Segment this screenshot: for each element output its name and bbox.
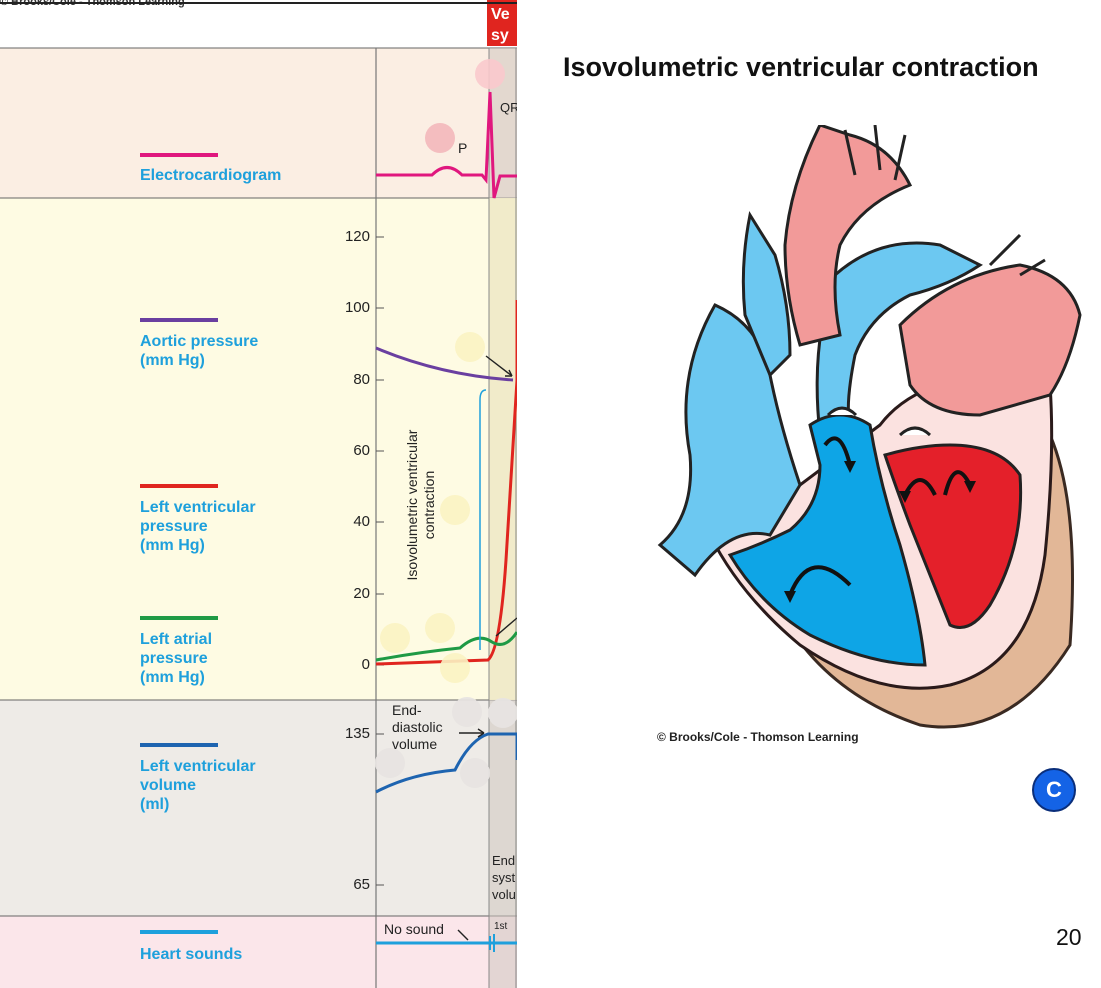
slide-badge: C: [1032, 768, 1076, 812]
illustration-credit: © Brooks/Cole - Thomson Learning: [657, 730, 859, 744]
tick-120: 120: [330, 228, 370, 245]
tick-100: 100: [330, 299, 370, 316]
volume-swatch: [140, 743, 218, 747]
sounds-label: Heart sounds: [140, 945, 242, 964]
tick-135: 135: [330, 725, 370, 742]
tick-0: 0: [330, 656, 370, 673]
aortic-label: Aortic pressure (mm Hg): [140, 332, 258, 370]
heart-illustration: [650, 125, 1090, 745]
atrial-label: Left atrial pressure (mm Hg): [140, 630, 212, 687]
sounds-swatch: [140, 930, 218, 934]
wiggers-diagram: © Brooks/Cole - Thomson Learning Ve sy: [0, 0, 517, 988]
edv-label: End- diastolic volume: [392, 702, 443, 753]
first-sound-label: 1st: [494, 921, 507, 932]
iso-vertical-label: Isovolumetric ventricular contraction: [404, 415, 438, 595]
ecg-label: Electrocardiogram: [140, 166, 281, 185]
volume-label: Left ventricular volume (ml): [140, 757, 256, 814]
lv-pressure-swatch: [140, 484, 218, 488]
tick-65: 65: [330, 876, 370, 893]
esv-label: End syst volu: [492, 852, 516, 903]
tick-40: 40: [330, 513, 370, 530]
no-sound-label: No sound: [384, 921, 444, 937]
page-number: 20: [1056, 924, 1082, 951]
aortic-swatch: [140, 318, 218, 322]
ecg-qrs-label: QR: [500, 100, 517, 115]
tick-60: 60: [330, 442, 370, 459]
ecg-p-label: P: [458, 140, 467, 156]
tick-80: 80: [330, 371, 370, 388]
graph-svg: [0, 0, 517, 988]
slide-title: Isovolumetric ventricular contraction: [563, 52, 1039, 83]
ecg-swatch: [140, 153, 218, 157]
atrial-swatch: [140, 616, 218, 620]
lv-pressure-label: Left ventricular pressure (mm Hg): [140, 498, 256, 555]
tick-20: 20: [330, 585, 370, 602]
